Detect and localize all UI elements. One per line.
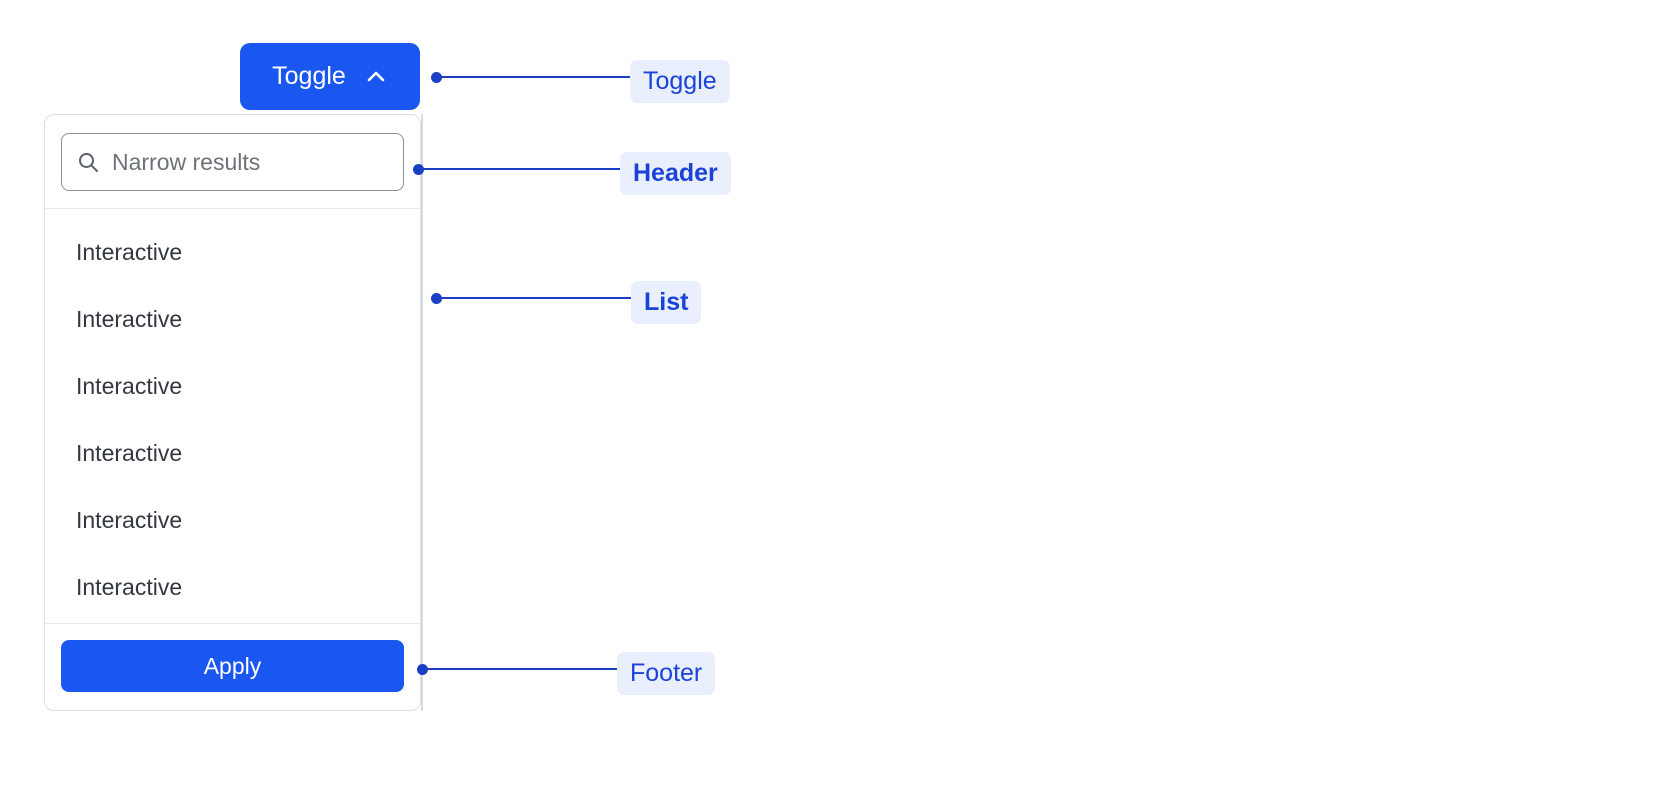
annotation-chip-header: Header [620,152,731,195]
dropdown-panel: Interactive Interactive Interactive Inte… [44,114,421,711]
chevron-up-icon [364,65,388,89]
toggle-button[interactable]: Toggle [240,43,420,110]
search-field[interactable] [61,133,404,191]
annotation-dot [413,164,424,175]
annotation-chip-toggle: Toggle [630,60,730,103]
annotation-dot [431,72,442,83]
list-item-label: Interactive [76,440,183,466]
annotation-chip-list: List [631,281,702,324]
search-input[interactable] [112,148,389,176]
list-item-label: Interactive [76,373,183,399]
annotation-chip-footer: Footer [617,652,716,695]
list-item[interactable]: Interactive [45,286,420,353]
list-item[interactable]: Interactive [45,219,420,286]
toggle-button-label: Toggle [272,62,346,90]
panel-guide-line [421,114,423,711]
annotation-line [441,297,631,299]
annotation-dot [417,664,428,675]
panel-header [45,115,420,209]
apply-button[interactable]: Apply [61,640,404,692]
panel-list: Interactive Interactive Interactive Inte… [45,209,420,623]
list-item-label: Interactive [76,306,183,332]
list-item[interactable]: Interactive [45,554,420,621]
annotation-line [427,668,617,670]
list-item-label: Interactive [76,574,183,600]
panel-footer: Apply [45,623,420,710]
list-item[interactable]: Interactive [45,420,420,487]
list-item-label: Interactive [76,239,183,265]
annotation-line [441,76,630,78]
search-icon [76,150,100,174]
list-item[interactable]: Interactive [45,353,420,420]
annotation-dot [431,293,442,304]
list-item[interactable]: Interactive [45,487,420,554]
list-item-label: Interactive [76,507,183,533]
annotation-line [423,168,620,170]
